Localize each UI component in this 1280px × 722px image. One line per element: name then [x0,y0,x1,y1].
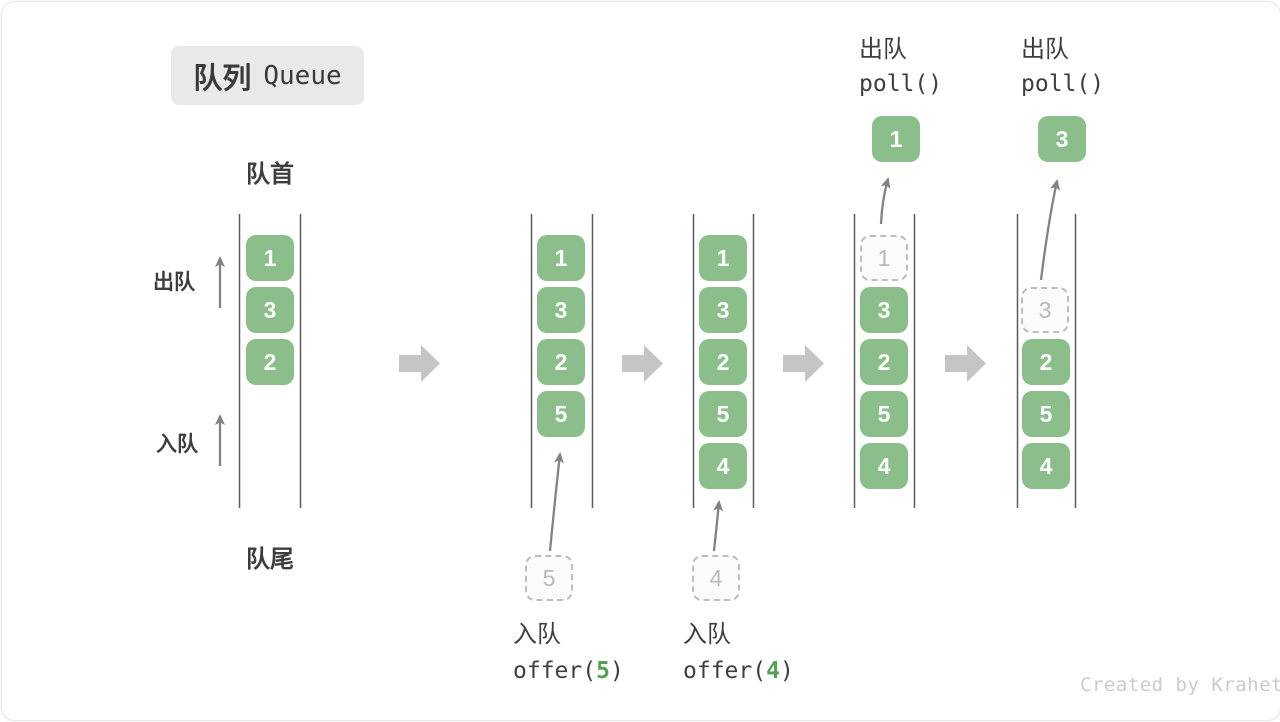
enqueue4-operation-label: 入队 offer(4) [683,617,794,689]
queue-item: 4 [699,443,747,489]
poll1-code-text: poll() [859,71,943,97]
queue-item: 1 [699,235,747,281]
step-arrows [399,345,986,382]
queue-item: 5 [699,391,747,437]
removed-item-ghost: 1 [860,235,908,281]
dequeue-side-label: 出队 [153,271,195,294]
enqueue5-operation-label: 入队 offer(5) [513,617,624,689]
watermark-credit: Created by Krahets [1080,674,1280,696]
queue-walls [238,214,1077,508]
title-badge: 队列 Queue [171,46,364,105]
enqueue5-code-text: offer(5) [513,658,624,684]
enqueue4-action-text: 入队 [683,621,731,648]
step-arrow-icon [399,345,440,382]
enqueue5-action-text: 入队 [513,621,561,648]
queue-item: 3 [246,287,294,333]
queue-item: 5 [537,391,585,437]
poll1-action-text: 出队 [859,36,907,63]
queue-item: 2 [537,339,585,385]
queue-item: 2 [860,339,908,385]
enqueue4-code-text: offer(4) [683,658,794,684]
poll3-arrow-icon [1039,179,1061,281]
step-arrow-icon [783,345,824,382]
queue-item: 5 [860,391,908,437]
title-en: Queue [263,60,342,91]
queue-item: 2 [1022,339,1070,385]
queue-item: 3 [860,287,908,333]
flow-arrows [215,177,1061,552]
step-arrow-icon [945,345,986,382]
removed-item-ghost: 3 [1021,287,1069,333]
enqueue5-arrow-icon [548,452,564,552]
title-zh: 队列 [193,62,252,95]
queue-item: 1 [537,235,585,281]
queue-item: 2 [246,339,294,385]
queue-item: 1 [246,235,294,281]
poll2-operation-label: 出队 poll() [1021,32,1104,102]
poll1-arrow-icon [879,177,891,225]
queue-rear-label: 队尾 [246,546,294,573]
enqueue-side-label: 入队 [156,433,198,456]
queue-item: 4 [1022,443,1070,489]
incoming-item-ghost: 5 [525,555,573,601]
queue-front-label: 队首 [246,161,294,188]
queue-item: 3 [699,287,747,333]
poll1-operation-label: 出队 poll() [859,32,942,102]
enqueue4-arrow-icon [712,500,724,552]
queue-item: 4 [860,443,908,489]
dequeued-item: 3 [1038,116,1086,162]
dequeued-item: 1 [872,116,920,162]
poll2-code-text: poll() [1021,71,1105,97]
step-arrow-icon [622,345,663,382]
queue-item: 5 [1022,391,1070,437]
poll2-action-text: 出队 [1021,36,1069,63]
incoming-item-ghost: 4 [692,555,740,601]
queue-item: 2 [699,339,747,385]
queue-item: 3 [537,287,585,333]
